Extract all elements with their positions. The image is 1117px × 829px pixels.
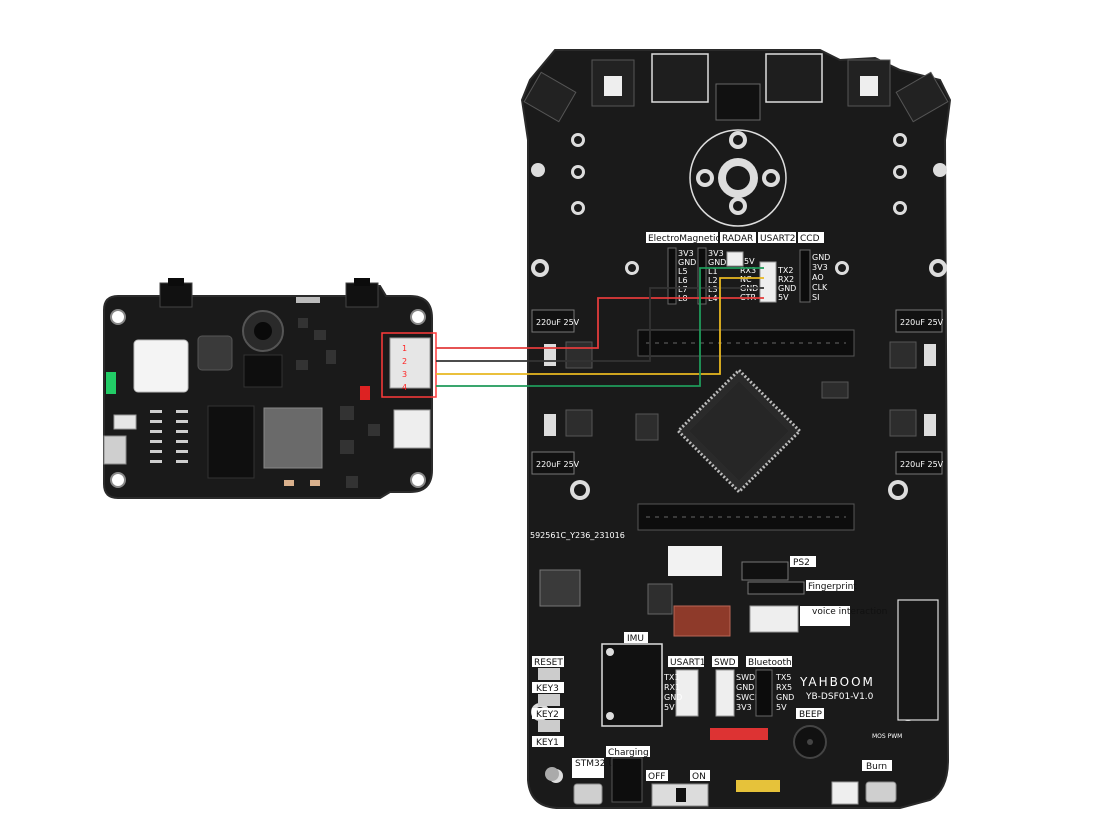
usart2-label: USART2 <box>760 234 795 244</box>
fingerprint-connector: Fingerprint <box>747 580 857 595</box>
svg-text:GND: GND <box>736 683 754 692</box>
connector-highlight <box>381 332 437 398</box>
svg-text:3V3: 3V3 <box>812 263 828 272</box>
wiring <box>436 267 764 387</box>
svg-text:5V: 5V <box>776 703 787 712</box>
key2-label: KEY2 <box>536 710 559 720</box>
key1-label: KEY1 <box>536 738 559 748</box>
svg-text:L1: L1 <box>708 267 718 276</box>
svg-text:TX5: TX5 <box>775 673 791 682</box>
sensor-board: 1 2 3 4 <box>103 278 437 499</box>
model-label: YB-DSF01-V1.0 <box>805 692 874 702</box>
svg-text:USART1: USART1 <box>670 658 705 668</box>
svg-text:ON: ON <box>692 772 706 782</box>
pin-1-label: 1 <box>402 344 407 353</box>
svg-text:3V3: 3V3 <box>678 249 694 258</box>
svg-text:CLK: CLK <box>812 283 828 292</box>
svg-text:GND: GND <box>778 284 796 293</box>
svg-text:SI: SI <box>812 293 819 302</box>
svg-text:IMU: IMU <box>627 634 644 644</box>
svg-text:L6: L6 <box>678 276 688 285</box>
capacitor-top-right: 220uF 25V <box>895 309 944 333</box>
pin-4-label: 4 <box>402 383 407 392</box>
usart1-connector: USART1 TX1 RX1 GND 5V <box>663 656 705 717</box>
svg-text:voice interaction: voice interaction <box>812 607 887 617</box>
wire-black <box>436 287 764 362</box>
svg-text:TX2: TX2 <box>777 266 793 275</box>
pin-3-label: 3 <box>402 370 407 379</box>
svg-text:220uF 25V: 220uF 25V <box>536 318 580 327</box>
ps2-header: PS2 <box>741 556 816 581</box>
usart2-header: TX2 RX2 GND 5V <box>759 261 796 303</box>
capacitor-mid-left: 220uF 25V <box>531 451 580 475</box>
svg-text:RX3: RX3 <box>740 266 756 275</box>
svg-text:GND: GND <box>678 258 696 267</box>
svg-text:GND: GND <box>664 693 682 702</box>
buzzer: BEEP <box>793 708 827 759</box>
pin-2-label: 2 <box>402 357 407 366</box>
brand-logo: YAHBOOM <box>799 675 875 689</box>
power-switch: OFF ON <box>646 770 710 807</box>
ccd-header: GND 3V3 AO CLK SI <box>799 249 830 303</box>
svg-text:220uF 25V: 220uF 25V <box>900 318 944 327</box>
imu-module: IMU <box>601 632 663 727</box>
svg-text:Burn: Burn <box>866 762 887 772</box>
svg-text:L3: L3 <box>708 285 718 294</box>
key3-label: KEY3 <box>536 684 559 694</box>
svg-text:Fingerprint: Fingerprint <box>808 582 857 592</box>
main-board: ElectroMagnetic RADAR USART2 CCD 3V3 GND… <box>520 49 952 809</box>
svg-text:5V: 5V <box>744 257 755 266</box>
svg-text:L2: L2 <box>708 276 718 285</box>
header-label-row: ElectroMagnetic RADAR USART2 CCD <box>646 232 824 244</box>
wire-red <box>436 297 764 349</box>
svg-text:SWD: SWD <box>714 658 736 668</box>
ccd-label: CCD <box>800 234 820 244</box>
svg-text:Charging: Charging <box>608 748 649 758</box>
svg-text:AO: AO <box>812 273 824 282</box>
svg-text:RX2: RX2 <box>778 275 794 284</box>
reset-key-label: RESET <box>534 658 563 668</box>
svg-text:GND: GND <box>812 253 830 262</box>
batch-code: 592561C_Y236_231016 <box>530 531 625 540</box>
svg-text:3V3: 3V3 <box>736 703 752 712</box>
svg-text:5V: 5V <box>664 703 675 712</box>
svg-text:5V: 5V <box>778 293 789 302</box>
svg-text:SWCLK: SWCLK <box>736 693 765 702</box>
electromagnetic-label: ElectroMagnetic <box>648 234 720 244</box>
capacitor-mid-right: 220uF 25V <box>895 451 944 475</box>
svg-text:3V3: 3V3 <box>708 249 724 258</box>
svg-text:GND: GND <box>708 258 726 267</box>
capacitor-top-left: 220uF 25V <box>531 309 580 333</box>
svg-text:SWDIO: SWDIO <box>736 673 764 682</box>
svg-text:BEEP: BEEP <box>799 710 823 720</box>
burn-usb-port: Burn <box>862 760 897 803</box>
svg-text:RX1: RX1 <box>664 683 680 692</box>
voice-connector: voice interaction <box>749 605 887 633</box>
svg-text:GND: GND <box>776 693 794 702</box>
wire-green <box>436 267 764 387</box>
stm32-usb-port: STM32 USB <box>572 758 627 805</box>
svg-text:OFF: OFF <box>648 772 665 782</box>
mos-label: MOS PWM <box>872 733 902 740</box>
svg-text:RX5: RX5 <box>776 683 792 692</box>
svg-text:220uF 25V: 220uF 25V <box>536 460 580 469</box>
svg-text:PS2: PS2 <box>793 558 810 568</box>
radar-label: RADAR <box>722 234 753 244</box>
svg-text:TX1: TX1 <box>663 673 679 682</box>
bluetooth-header: Bluetooth TX5 RX5 GND 5V <box>746 656 794 717</box>
key-column: RESET KEY3 KEY2 KEY1 <box>532 656 564 781</box>
svg-text:STM32 USB: STM32 USB <box>575 759 627 769</box>
swd-connector: SWD SWDIO GND SWCLK 3V3 <box>712 656 765 717</box>
svg-text:L5: L5 <box>678 267 688 276</box>
mcu-chip <box>676 368 802 494</box>
svg-text:L7: L7 <box>678 285 688 294</box>
charging-port: Charging <box>606 746 650 803</box>
svg-text:NC: NC <box>740 275 752 284</box>
svg-text:220uF 25V: 220uF 25V <box>900 460 944 469</box>
wire-yellow <box>436 277 764 375</box>
svg-text:Bluetooth: Bluetooth <box>748 658 792 668</box>
